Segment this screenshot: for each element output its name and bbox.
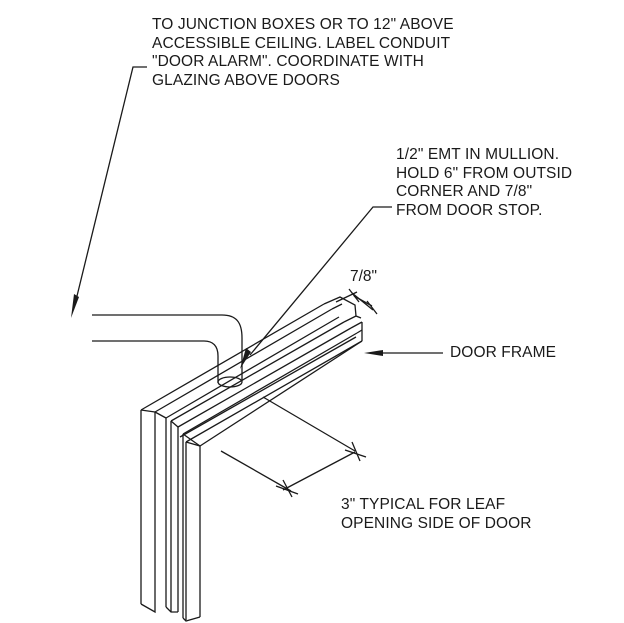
emt-note-line-2: HOLD 6" FROM OUTSID xyxy=(396,164,573,182)
door-frame-leader xyxy=(364,350,443,356)
typical-note-line-2: OPENING SIDE OF DOOR xyxy=(341,514,532,532)
emt-note-line-4: FROM DOOR STOP. xyxy=(396,201,543,219)
junction-note-line-3: "DOOR ALARM". COORDINATE WITH xyxy=(152,53,424,70)
emt-note-line-3: CORNER AND 7/8" xyxy=(396,183,533,200)
door-frame-profile xyxy=(140,296,363,622)
junction-note-line-1: TO JUNCTION BOXES OR TO 12" ABOVE xyxy=(152,16,454,33)
junction-note-line-2: ACCESSIBLE CEILING. LABEL CONDUIT xyxy=(152,34,451,52)
door-frame-label: DOOR FRAME xyxy=(450,344,557,361)
junction-note-line-4: GLAZING ABOVE DOORS xyxy=(152,71,340,89)
dimension-typical-leaf xyxy=(220,396,367,498)
typical-note: 3" TYPICAL FOR LEAF OPENING SIDE OF DOOR xyxy=(341,496,532,533)
junction-note: TO JUNCTION BOXES OR TO 12" ABOVE ACCESS… xyxy=(152,16,454,90)
stop-offset-label: 7/8" xyxy=(350,268,378,285)
emt-note: 1/2" EMT IN MULLION. HOLD 6" FROM OUTSID… xyxy=(396,146,572,220)
emt-conduit xyxy=(92,314,243,388)
emt-leader xyxy=(240,206,392,369)
emt-note-line-1: 1/2" EMT IN MULLION. xyxy=(396,146,560,163)
junction-leader xyxy=(71,66,147,318)
typical-note-line-1: 3" TYPICAL FOR LEAF xyxy=(341,496,506,513)
dimension-stop-offset xyxy=(335,288,378,315)
